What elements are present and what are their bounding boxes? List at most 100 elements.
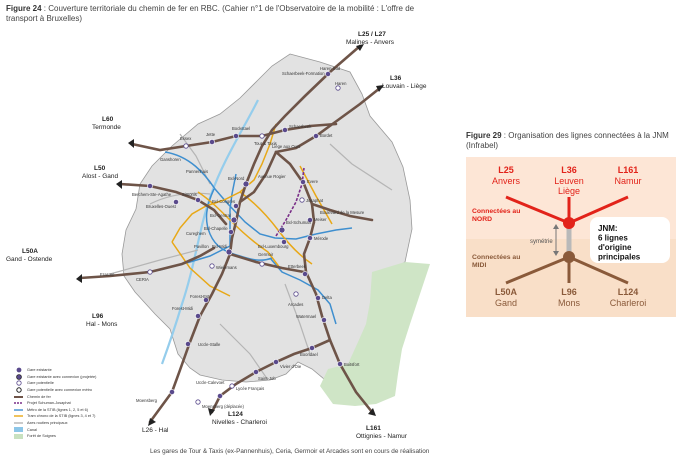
station-forest-est: Forest-Est [190, 294, 210, 299]
line-l60-code: L60 [102, 116, 114, 123]
south-line-3-code: L124 [618, 287, 639, 297]
station-bxl-luxembourg: Bxl-Luxembourg [258, 244, 289, 249]
figure-24-footnote: Les gares de Tour & Taxis (ex-Pannenhuis… [150, 448, 430, 455]
north-line-3-code: L161 [618, 165, 639, 175]
legend-row: Gare existante [14, 367, 124, 374]
station-bxl-central: Bxl-Central [210, 213, 231, 218]
svg-text:L25 / L27: L25 / L27 [358, 31, 386, 38]
railway-lines [78, 44, 382, 424]
line-end-arrows [76, 44, 384, 426]
line-l96-dest: Hal - Mons [86, 321, 118, 328]
area-forest-icon [14, 433, 23, 439]
legend-label: Gare existante [27, 368, 52, 373]
line-l124-dest: Nivelles - Charleroi [212, 419, 267, 426]
station-meiser: Meiser [314, 217, 327, 222]
south-line-1-dest: Gand [495, 298, 517, 308]
line-labels: L25 / L27 Malines - Anvers L36 Louvain -… [6, 31, 427, 440]
station-jette: Jette [206, 132, 216, 137]
station-josaphat: Josaphat [306, 198, 324, 203]
area-canal-icon [14, 427, 23, 433]
station-uccle-stalle: Uccle-Stalle [198, 342, 221, 347]
station-ganshoren: Ganshoren [160, 157, 181, 162]
dot-white-icon [14, 380, 23, 387]
tram-chrono-lines [171, 123, 333, 297]
legend-label: Canal [27, 427, 37, 432]
legend-row: Axes routiers principaux [14, 420, 124, 427]
line-rail-icon [14, 394, 23, 399]
line-tram-icon [14, 414, 23, 419]
station-merode: Mérode [314, 236, 329, 241]
station-watermael: Watermael [296, 314, 316, 319]
station-essex: Essex [180, 136, 192, 141]
station-boulevard-mesure: Boulevard de la Mesure [320, 210, 365, 215]
station-bxl-chapelle: Bxl-Chapelle [204, 226, 228, 231]
north-line-3-dest: Namur [614, 176, 641, 186]
line-l124-code: L124 [228, 411, 243, 418]
station-schaerbeek: Schaerbeek [289, 124, 312, 129]
line-l36-code: L36 [390, 75, 402, 82]
legend-label: Gare existante avec connexion (projetée) [27, 374, 97, 379]
figure-24-caption: : Couverture territoriale du chemin de f… [6, 4, 415, 23]
legend-row: Canal [14, 426, 124, 433]
line-l25-l27-dest: Malines - Anvers [346, 39, 395, 46]
station-vivier-oie: Vivier d'Oie [280, 364, 302, 369]
jnm-box [590, 217, 670, 263]
legend-label: Projet Schuman-Josaphat [27, 401, 71, 406]
legend-label: Chemin de fer [27, 394, 51, 399]
south-line-2-dest: Mons [558, 298, 581, 308]
legend-row: Gare existante avec connexion (projetée) [14, 374, 124, 381]
symmetry-label: symétrie [530, 239, 553, 245]
line-schuman-icon [14, 401, 23, 406]
line-l50-code: L50 [94, 165, 106, 172]
station-bxl-schuman: Bxl-Schuman [286, 220, 312, 225]
station-bxl-ouest: Bruxelles-Ouest [146, 204, 177, 209]
dot-dark-icon [14, 367, 23, 373]
schuman-josaphat-project [275, 167, 305, 237]
station-bxl-midi: Bxl-Midi [212, 244, 227, 249]
legend-label: Forêt de Soignes [27, 434, 56, 439]
south-line-3-dest: Charleroi [610, 298, 647, 308]
station-haren-sud: Haren-Sud [320, 66, 341, 71]
station-bxl-congres: Bxl-Congrès [212, 199, 235, 204]
station-wiels: Wielemans [216, 265, 237, 270]
station-bockstael: Bockstael [232, 126, 250, 131]
stations-layer: Haren-Sud Haren Schaerbeek-Formation Bor… [100, 66, 365, 409]
station-boondael: Boondael [300, 352, 318, 357]
station-schaerbeek-formation: Schaerbeek-Formation [282, 71, 325, 76]
north-line-1-code: L25 [498, 165, 514, 175]
station-arcades: Arcades [288, 302, 303, 307]
line-l60-dest: Termonde [92, 124, 121, 131]
station-forest-midi: Forest-Midi [172, 306, 193, 311]
legend-row: Chemin de fer [14, 393, 124, 400]
station-bxl-nord: Bxl-Nord [228, 176, 245, 181]
station-evere: Evere [307, 179, 319, 184]
figure-24-title: Figure 24 : Couverture territoriale du c… [6, 4, 446, 24]
station-pavillon: Pavillon [194, 244, 209, 249]
foret-de-soignes-area [320, 262, 430, 406]
south-node [563, 251, 575, 263]
figure-24-label: Figure 24 [6, 4, 42, 13]
dot-ring-icon [14, 374, 23, 380]
dot-white-ring-icon [14, 387, 23, 393]
south-line-1-code: L50A [495, 287, 518, 297]
legend-row: Forêt de Soignes [14, 433, 124, 440]
legend-row: Métro de la STIB (lignes 1, 2, 5 et 6) [14, 407, 124, 414]
north-node [563, 217, 575, 229]
station-boitsfort: Boitsfort [344, 362, 360, 367]
line-l36-dest: Louvain - Liège [382, 83, 427, 90]
station-lycee-francais: Lycée Français [236, 386, 264, 391]
legend-label: Métro de la STIB (lignes 1, 2, 5 et 6) [27, 407, 88, 412]
line-l161-dest: Ottignies - Namur [356, 433, 408, 440]
station-cureghem: Cureghem [186, 231, 206, 236]
figure-29-label: Figure 29 [466, 131, 502, 140]
legend-row: Projet Schuman-Josaphat [14, 400, 124, 407]
brussels-rail-map: Haren-Sud Haren Schaerbeek-Formation Bor… [6, 31, 430, 440]
station-delta: Delta [322, 295, 332, 300]
line-l96-code: L96 [92, 313, 104, 320]
station-haren: Haren [335, 81, 347, 86]
station-bordet: Bordet [320, 133, 333, 138]
station-erasme: Erasme [100, 272, 115, 277]
